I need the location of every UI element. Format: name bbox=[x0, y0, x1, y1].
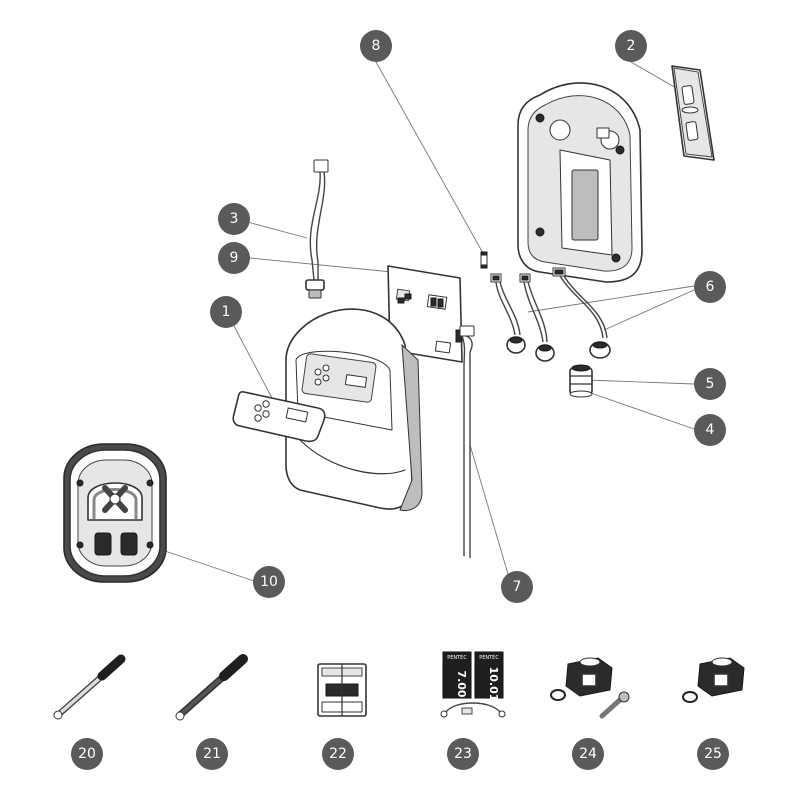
calibration-sachets-part: PENTEC PENTEC 7.00 10.01 bbox=[440, 651, 506, 718]
sachet-right-brand: PENTEC bbox=[479, 655, 499, 661]
leader-4 bbox=[587, 391, 695, 430]
callout-4: 4 bbox=[694, 414, 726, 446]
power-cable-part bbox=[305, 159, 329, 299]
callout-10: 10 bbox=[253, 566, 285, 598]
sachet-right-value: 10.01 bbox=[487, 667, 500, 702]
callout-5-label: 5 bbox=[706, 376, 715, 392]
callout-3: 3 bbox=[218, 203, 250, 235]
leader-1 bbox=[233, 325, 273, 399]
back-housing-part bbox=[517, 82, 643, 283]
callout-1: 1 bbox=[210, 296, 242, 328]
callout-7: 7 bbox=[501, 571, 533, 603]
callout-24-label: 24 bbox=[579, 746, 597, 762]
callout-25: 25 bbox=[697, 738, 729, 770]
callout-20-label: 20 bbox=[78, 746, 96, 762]
wall-bracket-part bbox=[671, 65, 715, 161]
callout-3-label: 3 bbox=[230, 211, 239, 227]
leader-6b bbox=[603, 289, 695, 331]
callout-1-label: 1 bbox=[222, 304, 231, 320]
din-module-part bbox=[317, 663, 367, 717]
callout-23: 23 bbox=[447, 738, 479, 770]
orp-probe-part bbox=[175, 654, 248, 721]
pump-head-part bbox=[63, 443, 167, 583]
connector-cables-part bbox=[490, 267, 611, 362]
sachet-left-value: 7.00 bbox=[455, 670, 468, 697]
injection-fitting-part bbox=[550, 657, 630, 719]
injection-fitting-small-part bbox=[682, 657, 745, 703]
callout-8-label: 8 bbox=[372, 38, 381, 54]
callout-6: 6 bbox=[694, 271, 726, 303]
callout-7-label: 7 bbox=[513, 579, 522, 595]
cable-gland-part bbox=[569, 364, 593, 398]
leader-9 bbox=[249, 257, 393, 273]
callout-2: 2 bbox=[615, 30, 647, 62]
leader-8 bbox=[375, 61, 485, 256]
callout-22: 22 bbox=[322, 738, 354, 770]
leader-5 bbox=[585, 379, 695, 385]
callout-25-label: 25 bbox=[704, 746, 722, 762]
callout-5: 5 bbox=[694, 368, 726, 400]
callout-2-label: 2 bbox=[627, 38, 636, 54]
leader-10 bbox=[161, 549, 255, 582]
keypad-panel-part bbox=[232, 390, 326, 443]
callouts: 8 2 3 9 6 1 5 4 10 7 20 21 22 23 24 25 bbox=[71, 30, 729, 770]
callout-9-label: 9 bbox=[230, 250, 239, 266]
callout-20: 20 bbox=[71, 738, 103, 770]
fuse-part bbox=[480, 251, 488, 269]
callout-24: 24 bbox=[572, 738, 604, 770]
callout-22-label: 22 bbox=[329, 746, 347, 762]
callout-4-label: 4 bbox=[706, 422, 715, 438]
callout-8: 8 bbox=[360, 30, 392, 62]
callout-21-label: 21 bbox=[203, 746, 221, 762]
sachet-left-brand: PENTEC bbox=[447, 655, 467, 661]
leader-3 bbox=[239, 219, 308, 239]
leader-7 bbox=[469, 444, 509, 575]
ph-probe-part bbox=[53, 654, 126, 720]
callout-6-label: 6 bbox=[706, 279, 715, 295]
callout-9: 9 bbox=[218, 242, 250, 274]
callout-21: 21 bbox=[196, 738, 228, 770]
leader-lines bbox=[161, 61, 695, 582]
leader-6a bbox=[527, 285, 695, 313]
probe-cable-part bbox=[459, 325, 475, 558]
callout-10-label: 10 bbox=[260, 574, 278, 590]
callout-23-label: 23 bbox=[454, 746, 472, 762]
